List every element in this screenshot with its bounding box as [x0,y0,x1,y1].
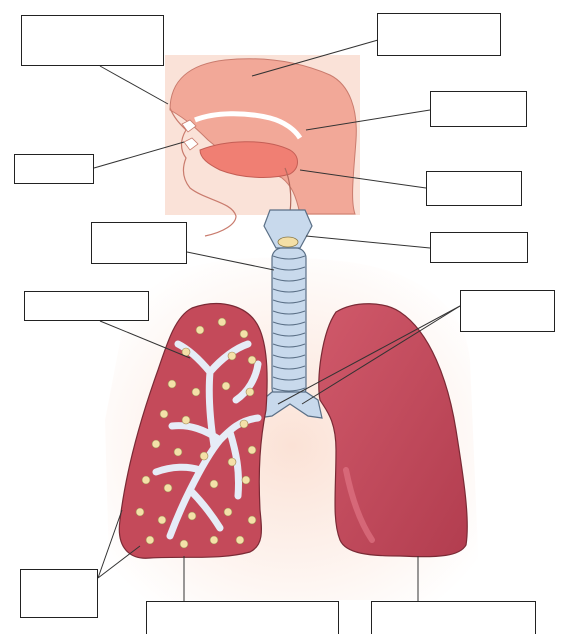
label-box-5[interactable] [426,171,522,206]
alveolus-cluster [222,382,230,390]
alveolus-cluster [228,352,236,360]
alveolus-cluster [210,480,218,488]
alveolus-cluster [160,410,168,418]
alveolus-cluster [228,458,236,466]
label-box-7[interactable] [430,232,528,263]
alveolus-cluster [136,508,144,516]
alveolus-cluster [152,440,160,448]
alveolus-cluster [240,420,248,428]
alveolus-cluster [200,452,208,460]
label-box-1[interactable] [21,15,164,66]
label-box-9[interactable] [460,290,555,332]
leader-line-1 [100,66,168,104]
leader-line-7 [306,236,430,248]
alveolus-cluster [240,330,248,338]
alveolus-cluster [210,536,218,544]
alveolus-cluster [224,508,232,516]
alveolus-cluster [180,540,188,548]
alveolus-cluster [158,516,166,524]
label-box-6[interactable] [91,222,187,264]
alveolus-cluster [242,476,250,484]
alveolus-cluster [174,448,182,456]
label-box-2[interactable] [377,13,501,56]
alveolus-cluster [188,512,196,520]
alveolus-cluster [248,446,256,454]
label-box-8[interactable] [24,291,149,321]
epiglottis [278,237,298,247]
alveolus-cluster [192,388,200,396]
alveolus-cluster [248,356,256,364]
alveolus-cluster [236,536,244,544]
alveolus-cluster [142,476,150,484]
alveolus-cluster [146,536,154,544]
label-box-10[interactable] [20,569,98,618]
alveolus-cluster [248,516,256,524]
label-box-3[interactable] [430,91,527,127]
label-box-12[interactable] [371,601,536,634]
alveolus-cluster [246,388,254,396]
label-box-11[interactable] [146,601,339,634]
alveolus-cluster [168,380,176,388]
alveolus-cluster [164,484,172,492]
label-box-4[interactable] [14,154,94,184]
alveolus-cluster [218,318,226,326]
alveolus-cluster [182,416,190,424]
alveolus-cluster [196,326,204,334]
